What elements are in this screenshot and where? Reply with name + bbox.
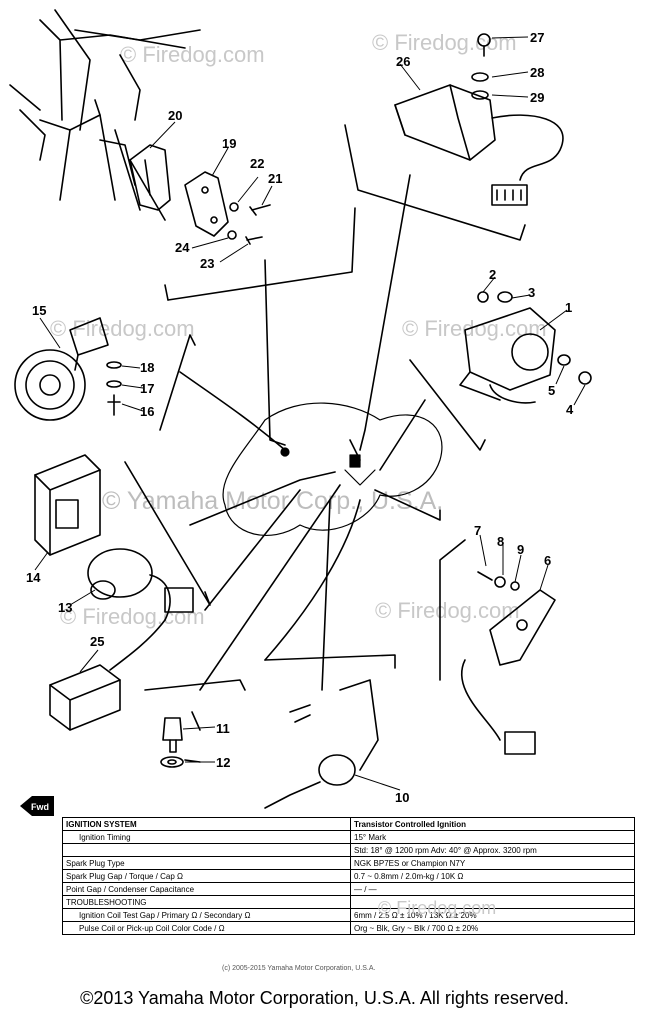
- neutral-switch-11: [160, 717, 184, 768]
- part-label: 25: [90, 634, 104, 649]
- unit-25: [49, 619, 166, 731]
- bracket-20: [129, 144, 171, 211]
- part-label: 18: [140, 360, 154, 375]
- ignitor-unit-26: [394, 33, 564, 206]
- part-label: 20: [168, 108, 182, 123]
- fwd-label: Fwd: [31, 802, 49, 812]
- part-label: 16: [140, 404, 154, 419]
- part-label: 29: [530, 90, 544, 105]
- part-label: 27: [530, 30, 544, 45]
- spec-value: NGK BP7ES or Champion N7Y: [350, 856, 635, 870]
- spec-label: Ignition Coil Test Gap / Primary Ω / Sec…: [62, 908, 351, 922]
- relay-1: [459, 291, 592, 404]
- frame-drawing: [9, 9, 201, 221]
- part-label: 6: [544, 553, 551, 568]
- watermark-firedog: © Firedog.com: [120, 42, 265, 67]
- part-label: 3: [528, 285, 535, 300]
- part-label: 14: [26, 570, 41, 585]
- part-label: 19: [222, 136, 236, 151]
- part-label: 28: [530, 65, 544, 80]
- spec-row: Pulse Coil or Pick-up Coil Color Code / …: [62, 921, 635, 935]
- module-14: [34, 454, 101, 556]
- spec-label: IGNITION SYSTEM: [62, 817, 351, 831]
- part-label: 21: [268, 171, 282, 186]
- spec-label: Point Gap / Condenser Capacitance: [62, 882, 351, 896]
- spec-row: Std: 18° @ 1200 rpm Adv: 40° @ Approx. 3…: [62, 843, 635, 857]
- part-label: 15: [32, 303, 46, 318]
- part-label: 5: [548, 383, 555, 398]
- mount-plate-19: [184, 171, 229, 237]
- spec-value: — / —: [350, 882, 635, 896]
- part-label: 11: [216, 721, 230, 736]
- spec-value: 15° Mark: [350, 830, 635, 844]
- part-label: 7: [474, 523, 481, 538]
- bolts-21-24: [227, 202, 271, 245]
- switch-13: [87, 548, 194, 621]
- small-copyright: (c) 2005-2015 Yamaha Motor Corporation, …: [222, 965, 376, 972]
- footer-copyright: ©2013 Yamaha Motor Corporation, U.S.A. A…: [80, 988, 569, 1008]
- pickup-coil-6: [460, 571, 556, 755]
- watermark-firedog: © Firedog.com: [375, 598, 520, 623]
- spec-value: Transistor Controlled Ignition: [350, 817, 635, 831]
- part-label: 4: [566, 402, 574, 417]
- horn-15: [14, 317, 122, 421]
- spec-label: TROUBLESHOOTING: [62, 895, 351, 909]
- spec-value: 0.7 ~ 0.8mm / 2.0m-kg / 10K Ω: [350, 869, 635, 883]
- spec-label: Spark Plug Gap / Torque / Cap Ω: [62, 869, 351, 883]
- part-label: 8: [497, 534, 504, 549]
- spec-row: Point Gap / Condenser Capacitance— / —: [62, 882, 635, 896]
- part-label: 26: [396, 54, 410, 69]
- watermark-firedog: © Firedog.com: [372, 30, 517, 55]
- part-number-labels: 27 28 29 26 20 19 22 21 24 23 15 2 3 1 1…: [26, 30, 574, 805]
- spec-label: [62, 843, 351, 857]
- part-label: 12: [216, 755, 230, 770]
- part-label: 13: [58, 600, 72, 615]
- part-label: 22: [250, 156, 264, 171]
- part-label: 17: [140, 381, 154, 396]
- spec-value: Org ~ Blk, Gry ~ Blk / 700 Ω ± 20%: [350, 921, 635, 935]
- engine-outline: [222, 402, 443, 536]
- spec-label: Ignition Timing: [62, 830, 351, 844]
- spec-row: Ignition Coil Test Gap / Primary Ω / Sec…: [62, 908, 635, 922]
- spec-label: Spark Plug Type: [62, 856, 351, 870]
- watermark-firedog: © Firedog.com: [60, 604, 205, 629]
- part-label: 9: [517, 542, 524, 557]
- spec-value: Std: 18° @ 1200 rpm Adv: 40° @ Approx. 3…: [350, 843, 635, 857]
- part-label: 1: [565, 300, 572, 315]
- part-label: 23: [200, 256, 214, 271]
- forward-arrow-icon: Fwd: [20, 796, 54, 816]
- ignition-coil-10: [264, 679, 379, 809]
- part-label: 10: [395, 790, 409, 805]
- part-label: 24: [175, 240, 190, 255]
- watermark-firedog: © Firedog.com: [402, 316, 547, 341]
- part-label: 2: [489, 267, 496, 282]
- spec-row: TROUBLESHOOTING: [62, 895, 635, 909]
- watermark-firedog: © Firedog.com: [378, 898, 497, 918]
- spec-label: Pulse Coil or Pick-up Coil Color Code / …: [62, 921, 351, 935]
